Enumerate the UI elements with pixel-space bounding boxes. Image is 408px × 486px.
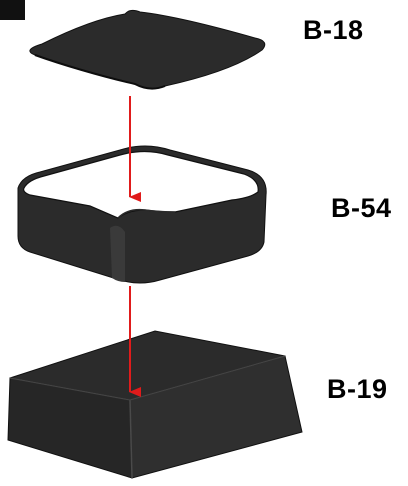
part-b18-plate (29, 9, 266, 90)
part-b19-base (7, 330, 303, 479)
corner-tab (0, 0, 25, 20)
label-b54: B-54 (331, 193, 392, 223)
label-b18: B-18 (303, 15, 364, 45)
part-b54-box (17, 145, 267, 284)
label-b19: B-19 (327, 374, 388, 404)
